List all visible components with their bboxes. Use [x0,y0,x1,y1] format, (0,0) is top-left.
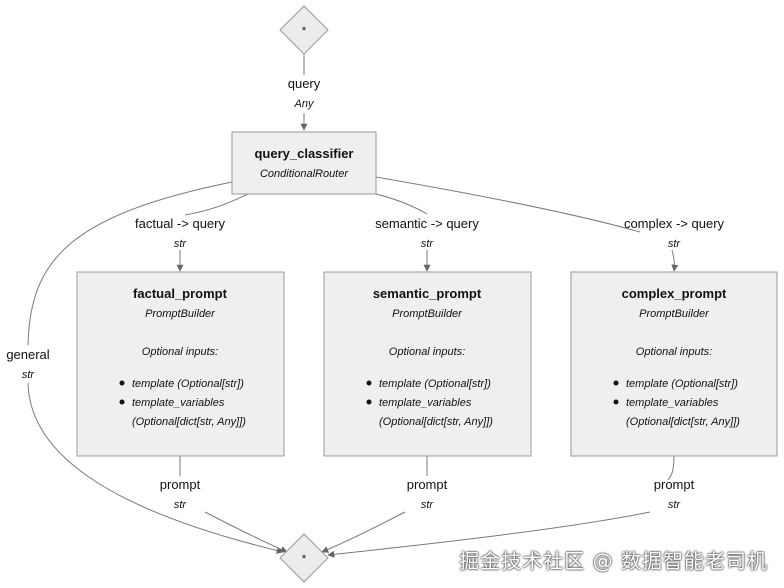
source-diamond [279,5,329,55]
complex-edge-label: complex -> query [624,216,725,231]
semantic-edge-label: semantic -> query [375,216,479,231]
semantic-prompt-component: PromptBuilder [392,308,463,320]
edge-complex-out [667,455,675,481]
edge-router-to-factual-label [184,193,249,216]
complex-prompt-title: complex_prompt [622,286,727,301]
general-edge-label: general [6,347,49,362]
factual-edge-label: factual -> query [135,216,225,231]
semantic-prompt-title: semantic_prompt [373,286,482,301]
edge-router-to-semantic-label [375,193,428,215]
edge-semantic-to-sink [321,511,406,553]
complex-bullet-2 [613,399,619,405]
factual-out-label: prompt [160,477,201,492]
sink-symbol: * [302,553,307,565]
complex-optional-heading: Optional inputs: [636,346,712,358]
complex-out-label: prompt [654,477,695,492]
edge-general-to-sink [27,382,284,554]
edge-router-to-general-label [27,181,233,346]
complex-input-1: template (Optional[str]) [626,378,738,390]
factual-prompt-node[interactable]: factual_prompt PromptBuilder Optional in… [76,271,285,457]
complex-bullet-1 [613,380,619,386]
router-box [231,131,377,195]
factual-bullet-2 [119,399,125,405]
router-title: query_classifier [254,146,353,161]
edge-complex-into-prompt [671,249,679,272]
factual-edge-type: str [174,238,188,250]
edge-factual-to-sink [204,511,288,553]
router-component: ConditionalRouter [260,168,349,180]
complex-prompt-box [570,271,778,457]
source-node[interactable]: * [279,5,329,55]
factual-optional-heading: Optional inputs: [142,346,218,358]
factual-input-1: template (Optional[str]) [132,378,244,390]
complex-out-type: str [668,499,682,511]
factual-prompt-box [76,271,285,457]
semantic-input-2-type: (Optional[dict[str, Any]]) [379,416,493,428]
router-node[interactable]: query_classifier ConditionalRouter [231,131,377,195]
factual-input-2: template_variables [132,397,225,409]
query-edge-type: Any [294,98,315,110]
semantic-bullet-2 [366,399,372,405]
sink-node[interactable]: * [279,533,329,583]
complex-prompt-component: PromptBuilder [639,308,710,320]
query-edge-label: query [288,76,321,91]
edge-complex-to-sink [327,511,651,558]
watermark: 掘金技术社区 @ 数据智能老司机 [459,549,768,573]
factual-bullet-1 [119,380,125,386]
complex-prompt-node[interactable]: complex_prompt PromptBuilder Optional in… [570,271,778,457]
factual-out-type: str [174,499,188,511]
semantic-prompt-box [323,271,532,457]
complex-input-2-type: (Optional[dict[str, Any]]) [626,416,740,428]
semantic-prompt-node[interactable]: semantic_prompt PromptBuilder Optional i… [323,271,532,457]
factual-input-2-type: (Optional[dict[str, Any]]) [132,416,246,428]
semantic-out-type: str [421,499,435,511]
general-edge-type: str [22,369,36,381]
complex-edge-type: str [668,238,682,250]
semantic-edge-type: str [421,238,435,250]
factual-prompt-component: PromptBuilder [145,308,216,320]
semantic-input-2: template_variables [379,397,472,409]
complex-input-2: template_variables [626,397,719,409]
semantic-input-1: template (Optional[str]) [379,378,491,390]
source-symbol: * [302,25,307,37]
semantic-optional-heading: Optional inputs: [389,346,465,358]
sink-diamond [279,533,329,583]
factual-prompt-title: factual_prompt [133,286,228,301]
semantic-out-label: prompt [407,477,448,492]
edge-router-to-complex-label [375,176,641,233]
semantic-bullet-1 [366,380,372,386]
